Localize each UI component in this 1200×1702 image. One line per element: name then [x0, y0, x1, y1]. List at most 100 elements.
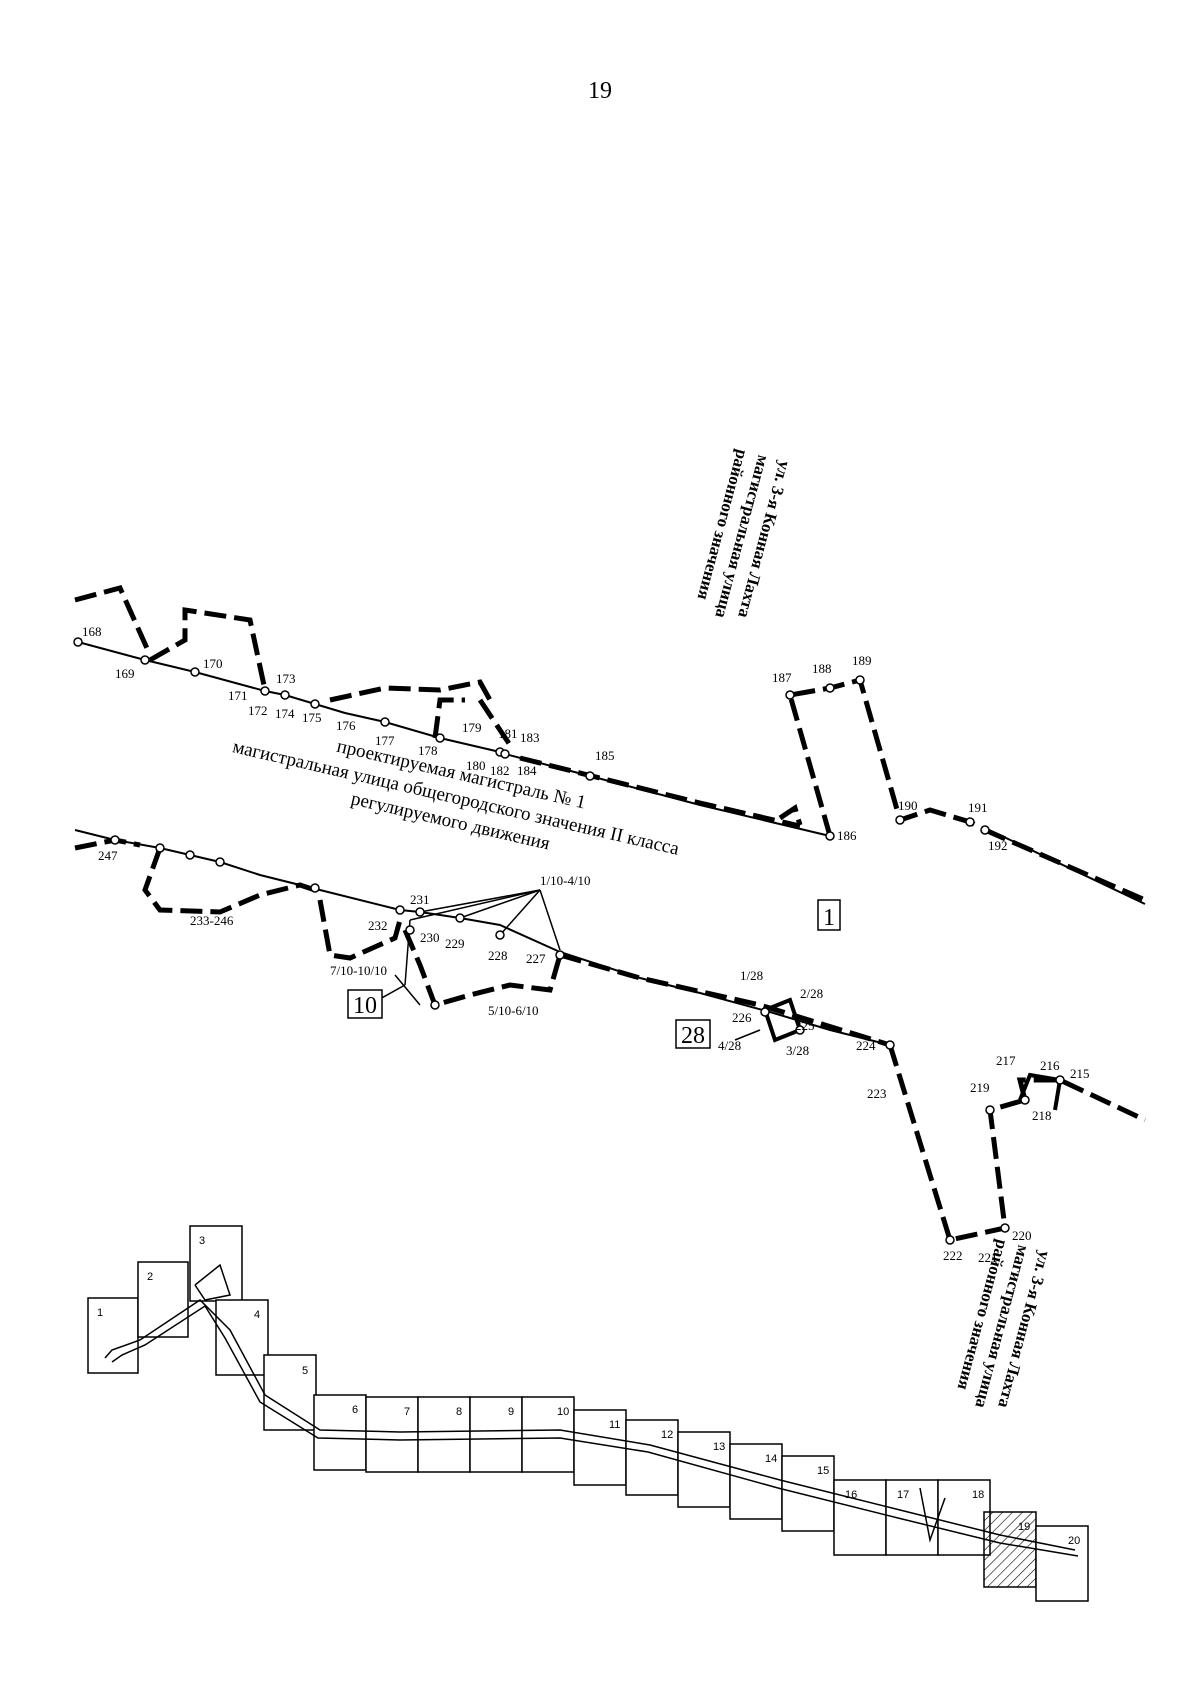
sheet-18 — [937, 1479, 991, 1556]
point-label: 222 — [943, 1248, 963, 1263]
sheet-label: 11 — [609, 1419, 620, 1431]
zone-box-label: 28 — [681, 1023, 705, 1049]
point-label: 192 — [988, 838, 1008, 853]
point-label: 191 — [968, 800, 988, 815]
sheet-label: 10 — [557, 1406, 569, 1418]
point-label: 178 — [418, 743, 438, 758]
sheet-label: 2 — [147, 1271, 153, 1283]
point-label: 4/28 — [718, 1038, 741, 1053]
sheet-16 — [833, 1479, 887, 1556]
south-street-label: ул. 3-я Конная Лахта магистральная улица… — [954, 1238, 1055, 1411]
point-label: 171 — [228, 688, 248, 703]
point-label: 3/28 — [786, 1043, 809, 1058]
sheet-6 — [313, 1394, 367, 1471]
point-label: 181 — [498, 726, 518, 741]
upper-road-centerline — [77, 641, 1146, 905]
sheet-20 — [1035, 1525, 1089, 1602]
point-label: 170 — [203, 656, 223, 671]
sheet-label: 1 — [97, 1307, 103, 1319]
sheet-label: 16 — [845, 1489, 857, 1501]
sheet-label: 13 — [713, 1441, 725, 1453]
point-label: 1/10-4/10 — [540, 873, 591, 888]
sheet-7 — [365, 1396, 419, 1473]
upper-boundary-dashed — [74, 585, 1147, 903]
point-label: 190 — [898, 798, 918, 813]
lower-boundary-dashed — [74, 837, 1147, 1243]
sheet-label: 9 — [508, 1406, 514, 1418]
sheet-label: 18 — [972, 1489, 984, 1501]
point-label: 220 — [1012, 1228, 1032, 1243]
point-label: 187 — [772, 670, 792, 685]
sheet-9 — [469, 1396, 523, 1473]
sheet-14 — [729, 1443, 783, 1520]
sheet-10 — [521, 1396, 575, 1473]
point-label: 189 — [852, 653, 872, 668]
sheet-label: 4 — [254, 1309, 260, 1321]
point-label: 185 — [595, 748, 615, 763]
point-label: 182 — [490, 763, 510, 778]
point-label: 180 — [466, 758, 486, 773]
point-label: 173 — [276, 671, 296, 686]
point-label-group: 168 169 170 171 172 173 174 175 176 177 … — [82, 624, 1090, 1265]
point-label: 7/10-10/10 — [330, 963, 387, 978]
point-label: 218 — [1032, 1108, 1052, 1123]
sheet-index — [87, 1225, 1089, 1602]
sheet-2 — [137, 1261, 189, 1338]
point-label: 221 — [978, 1250, 998, 1265]
sheet-label: 20 — [1068, 1535, 1080, 1547]
lot-215-218-outline — [1018, 1072, 1063, 1111]
zone-box-1: 1 — [817, 899, 841, 931]
point-label: 224 — [856, 1038, 876, 1053]
point-label: 184 — [517, 763, 537, 778]
zone-box-label: 1 — [823, 905, 835, 931]
point-label: 217 — [996, 1053, 1016, 1068]
sheet-label: 7 — [404, 1406, 410, 1418]
sheet-index-route — [104, 1263, 1079, 1557]
point-label: 183 — [520, 730, 540, 745]
sheet-19 — [983, 1511, 1037, 1588]
point-label: 177 — [375, 733, 395, 748]
point-label: 172 — [248, 703, 268, 718]
sheet-4 — [215, 1299, 269, 1376]
sheet-5 — [263, 1354, 317, 1431]
point-label: 230 — [420, 930, 440, 945]
main-road-label: проектируемая магистраль № 1 магистральн… — [231, 736, 682, 860]
point-label: 174 — [275, 706, 295, 721]
point-label: 225 — [795, 1018, 815, 1033]
point-label: 179 — [462, 720, 482, 735]
point-label: 227 — [526, 951, 546, 966]
point-label: 5/10-6/10 — [488, 1003, 539, 1018]
north-street-label: ул. 3-я Конная Лахта магистральная улица… — [694, 448, 795, 621]
sheet-3 — [189, 1225, 243, 1302]
point-label: 186 — [837, 828, 857, 843]
sheet-label: 15 — [817, 1465, 829, 1477]
sheet-13 — [677, 1431, 731, 1508]
point-label: 231 — [410, 892, 430, 907]
zone-box-28: 28 — [675, 1019, 711, 1049]
point-label: 233-246 — [190, 913, 234, 928]
point-label: 229 — [445, 936, 465, 951]
point-label: 176 — [336, 718, 356, 733]
point-label: 226 — [732, 1010, 752, 1025]
point-label: 2/28 — [800, 986, 823, 1001]
sheet-8 — [417, 1396, 471, 1473]
point-label: 216 — [1040, 1058, 1060, 1073]
sheet-label-group: 1 2 3 4 5 6 7 8 9 10 11 12 13 14 15 16 1… — [97, 1235, 1080, 1547]
point-label: 247 — [98, 848, 118, 863]
zone-box-label: 10 — [353, 993, 377, 1019]
point-label: 232 — [368, 918, 388, 933]
point-label: 219 — [970, 1080, 990, 1095]
sheet-15 — [781, 1455, 835, 1532]
sheet-label: 8 — [456, 1406, 462, 1418]
point-label: 1/28 — [740, 968, 763, 983]
zone-box-10: 10 — [347, 989, 383, 1019]
sheet-label: 6 — [352, 1404, 358, 1416]
sheet-label: 3 — [199, 1235, 205, 1247]
point-label: 228 — [488, 948, 508, 963]
sheet-label: 19 — [1018, 1521, 1030, 1533]
point-label: 175 — [302, 710, 322, 725]
point-label: 215 — [1070, 1066, 1090, 1081]
sheet-label: 17 — [897, 1489, 909, 1501]
survey-points — [73, 637, 1065, 1245]
